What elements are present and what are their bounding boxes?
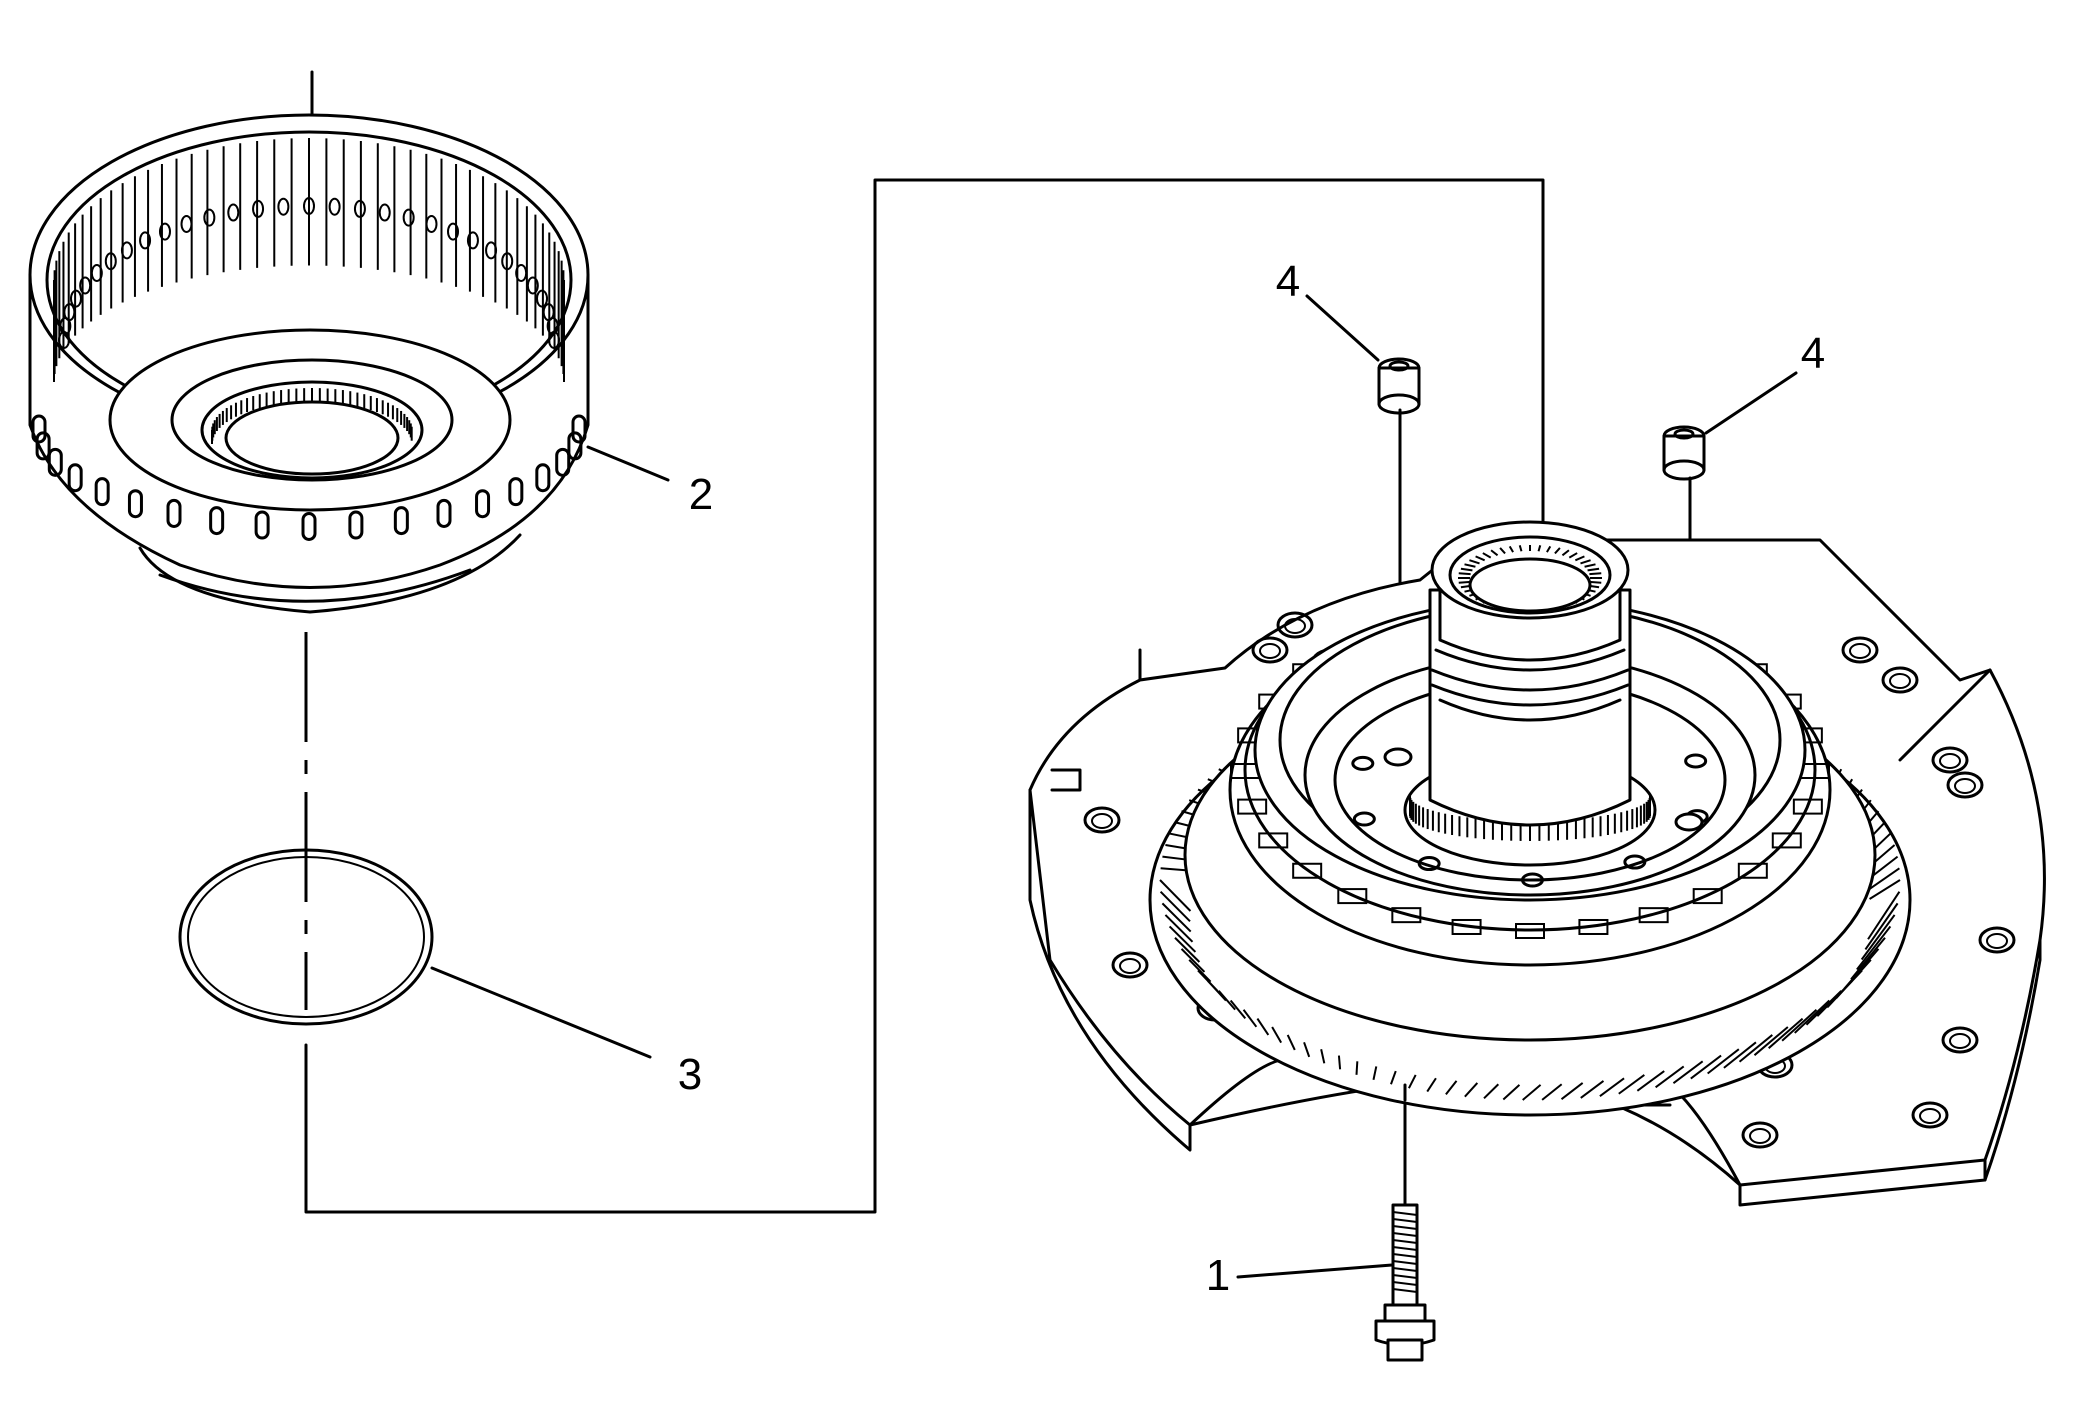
callout-2-drum: 2 [689, 470, 713, 519]
clutch-drum [28, 113, 590, 614]
callout-leaders [430, 294, 1798, 1279]
hub-spline-teeth [1409, 796, 1651, 841]
drum-oil-holes [31, 414, 587, 541]
callout-4-plug-left: 4 [1276, 257, 1300, 306]
bolt [1374, 1088, 1436, 1362]
hub-bolt-holes [1351, 753, 1709, 888]
housing-gear-assembly [1028, 520, 2046, 1207]
callout-4-plug-right: 4 [1801, 329, 1825, 378]
callout-3-seal-ring: 3 [678, 1050, 702, 1099]
seal-ring [178, 848, 434, 1026]
drum-hub-splines [211, 388, 413, 444]
callout-1-bolt: 1 [1206, 1251, 1230, 1300]
drum-inner-splines [53, 138, 565, 382]
